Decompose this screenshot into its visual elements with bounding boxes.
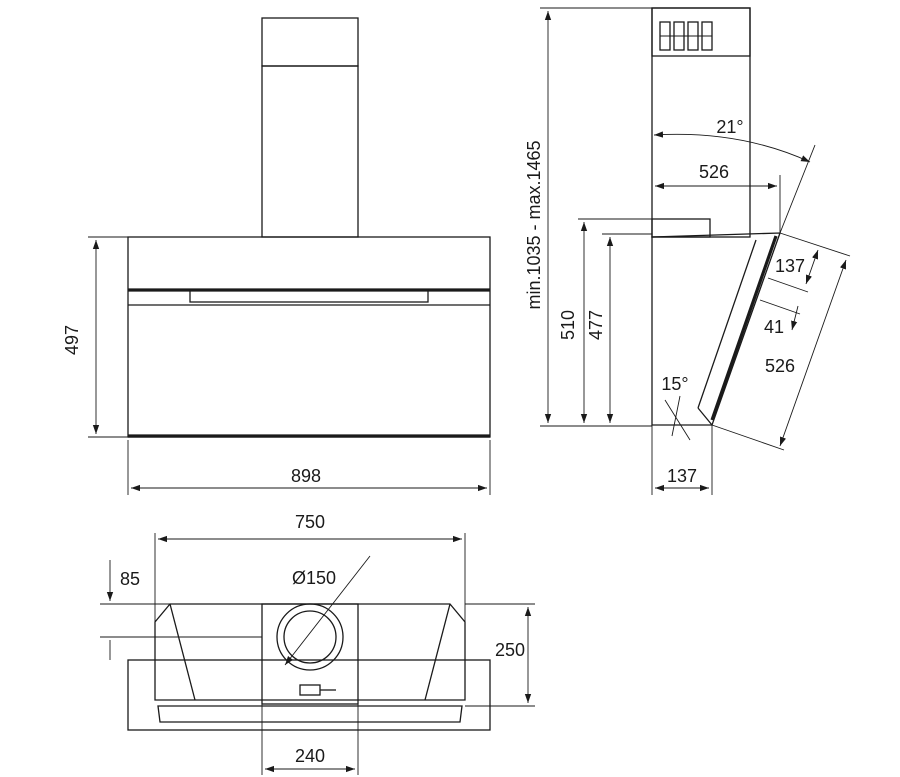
top-hood-outline bbox=[127, 659, 491, 731]
top-duct-diameter-label: Ø150 bbox=[292, 568, 336, 588]
top-width-750-label: 750 bbox=[295, 512, 325, 532]
side-angle-top-label: 21° bbox=[716, 117, 743, 137]
front-hood-body bbox=[127, 236, 491, 438]
top-width-240-label: 240 bbox=[295, 746, 325, 766]
side-21-degree-arc bbox=[653, 131, 811, 163]
side-angle-bottom-label: 15° bbox=[661, 374, 688, 394]
side-41-slant-dimension-line bbox=[791, 305, 799, 331]
side-slant-526-label: 526 bbox=[765, 356, 795, 376]
top-duct-circle bbox=[276, 603, 344, 671]
top-duct-box bbox=[261, 603, 359, 705]
side-slant-41-label: 41 bbox=[764, 317, 784, 337]
side-526-slant-dimension-line bbox=[779, 259, 847, 447]
side-477-label: 477 bbox=[586, 310, 606, 340]
control-buttons bbox=[659, 21, 713, 51]
front-width-label: 898 bbox=[291, 466, 321, 486]
side-control-panel bbox=[651, 7, 751, 57]
top-duct-motor bbox=[299, 684, 321, 696]
side-depth-bottom-label: 137 bbox=[667, 466, 697, 486]
side-510-label: 510 bbox=[558, 310, 578, 340]
side-glass-panel bbox=[710, 235, 778, 421]
side-hood-outline bbox=[651, 232, 781, 426]
top-offset-85-label: 85 bbox=[120, 569, 140, 589]
top-depth-250-label: 250 bbox=[495, 640, 525, 660]
side-depth-top-label: 526 bbox=[699, 162, 729, 182]
front-height-label: 497 bbox=[62, 325, 82, 355]
top-duct-diameter-leader bbox=[284, 555, 371, 666]
top-view: 750 85 Ø150 250 240 bbox=[100, 512, 535, 775]
front-view: 497 898 bbox=[62, 17, 491, 495]
side-slant-137-label: 137 bbox=[775, 256, 805, 276]
front-chimney-upper bbox=[261, 17, 359, 67]
side-view: min.1035 - max.1465 510 477 21° 526 137 … bbox=[524, 7, 851, 495]
front-chimney-lower bbox=[261, 65, 359, 238]
side-137-slant-dimension-line bbox=[805, 249, 819, 285]
side-chimney-range-label: min.1035 - max.1465 bbox=[524, 140, 544, 309]
front-grille-strip bbox=[189, 289, 429, 303]
